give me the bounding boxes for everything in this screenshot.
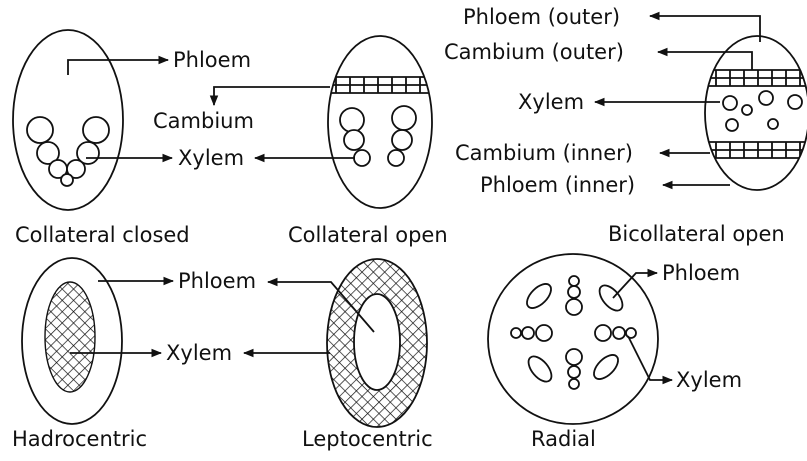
collateral-open-caption: Collateral open — [288, 223, 448, 247]
bicollateral-xylem-label: Xylem — [518, 90, 584, 114]
leptocentric-phloem-ring — [327, 259, 427, 427]
leptocentric-caption: Leptocentric — [302, 427, 433, 451]
collateral-open-cambium-label: Cambium — [153, 109, 254, 133]
collateral-open-cambium-arrow — [214, 87, 330, 105]
radial-xylem-label: Xylem — [676, 368, 742, 392]
bicollateral-outer-cambium-label: Cambium (outer) — [444, 40, 624, 64]
radial-caption: Radial — [531, 427, 596, 451]
hadrocentric-phloem-label: Phloem — [178, 269, 256, 293]
hadrocentric-caption: Hadrocentric — [12, 427, 147, 451]
bicollateral-outer-phloem-label: Phloem (outer) — [463, 5, 620, 29]
hadrocentric-xylem-label: Xylem — [166, 341, 232, 365]
collateral-closed-diagram: Phloem Xylem Collateral closed — [13, 30, 251, 247]
hadrocentric-xylem-core — [45, 282, 95, 392]
bicollateral-open-outline — [705, 36, 807, 190]
collateral-closed-caption: Collateral closed — [15, 223, 190, 247]
bicollateral-inner-phloem-label: Phloem (inner) — [480, 173, 635, 197]
radial-diagram: Phloem Xylem Radial — [488, 254, 742, 451]
leptocentric-diagram: Leptocentric — [244, 259, 433, 451]
bicollateral-inner-cambium-label: Cambium (inner) — [455, 141, 633, 165]
collateral-closed-phloem-label: Phloem — [173, 48, 251, 72]
collateral-closed-xylem-label: Xylem — [178, 146, 244, 170]
radial-phloem-label: Phloem — [662, 261, 740, 285]
bicollateral-open-diagram: Phloem (outer) Cambium (outer) Xylem Cam… — [444, 5, 807, 246]
bicollateral-open-caption: Bicollateral open — [608, 222, 785, 246]
hadrocentric-diagram: Phloem Xylem Hadrocentric — [12, 258, 256, 451]
